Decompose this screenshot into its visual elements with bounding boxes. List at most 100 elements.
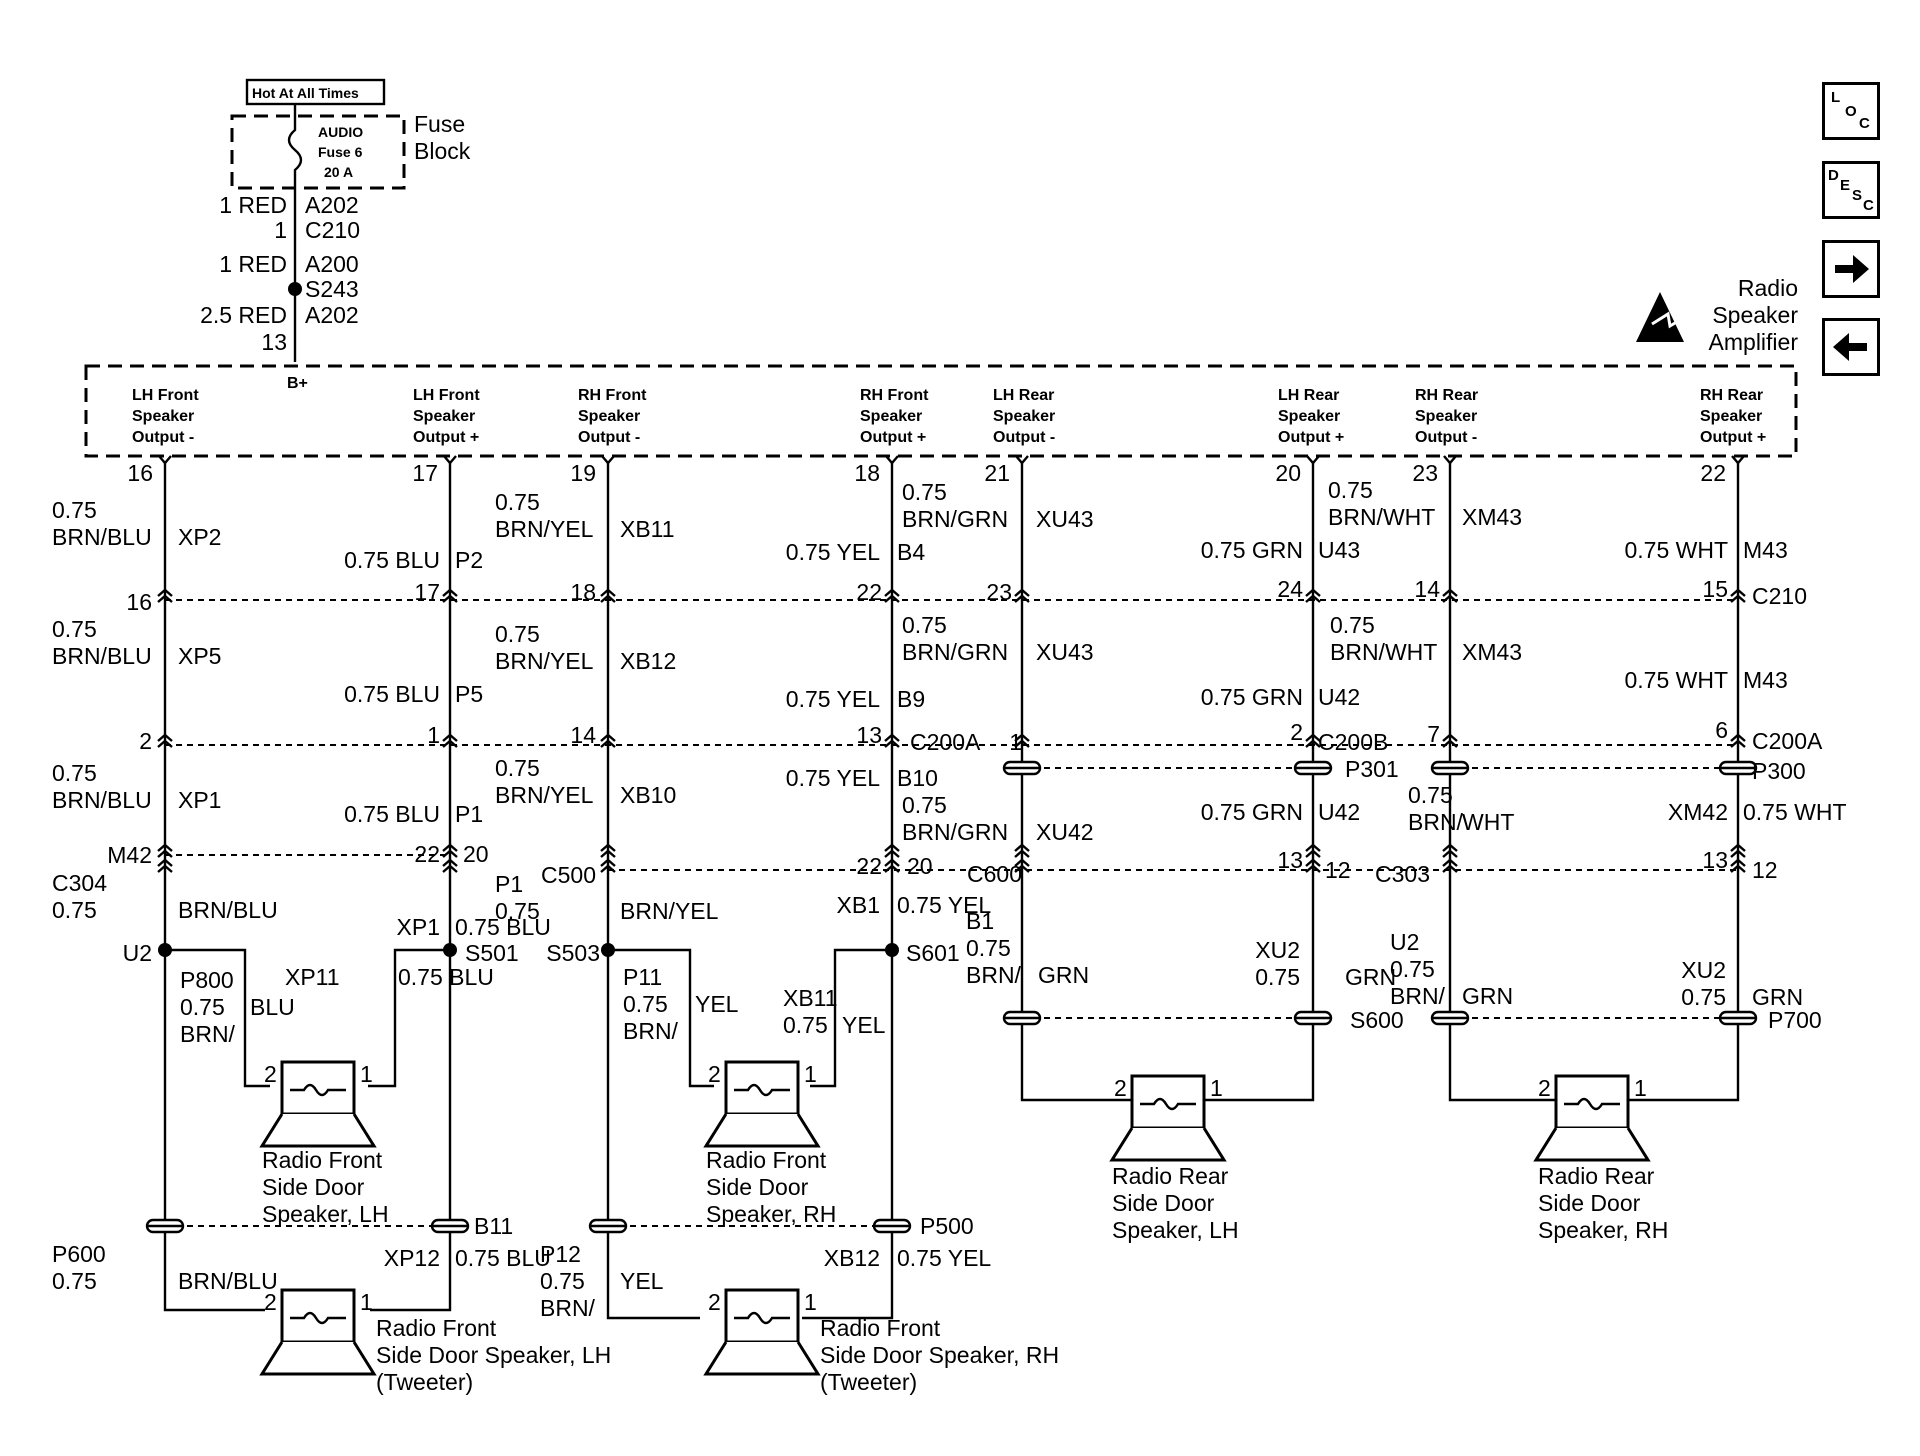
fuse-block-label-2: Block — [414, 138, 471, 164]
location-button[interactable]: L O C — [1822, 82, 1880, 140]
wire-label: 12 — [1325, 857, 1351, 883]
wire-label: 0.75 — [1328, 477, 1373, 503]
feed-label: A200 — [305, 251, 359, 277]
wire-label: 13 — [1702, 847, 1728, 873]
fuse-element — [287, 104, 303, 188]
wire-label: P300 — [1752, 758, 1806, 784]
output-label: LH Rear — [1278, 387, 1339, 404]
feed-label: 13 — [261, 329, 287, 355]
amp-input-label: B+ — [287, 375, 308, 392]
wire-label: XP1 — [397, 914, 440, 940]
amplifier-module-outline — [84, 364, 1798, 458]
wire-label: 0.75 — [495, 489, 540, 515]
feed-label: A202 — [305, 192, 359, 218]
wire-label: P12 — [540, 1241, 581, 1267]
wire-label: U2 — [1390, 929, 1419, 955]
connector-mark — [884, 588, 900, 603]
wire-label: BRN/GRN — [902, 506, 1008, 532]
wire-label: 0.75 WHT — [1743, 799, 1847, 825]
wire-label: 0.75 — [1330, 612, 1375, 638]
output-label: RH Front — [860, 387, 929, 404]
wire-label: 14 — [570, 722, 596, 748]
previous-page-button[interactable] — [1822, 318, 1880, 376]
wire-label: 0.75 — [495, 755, 540, 781]
feed-label: 1 — [274, 217, 287, 243]
speaker-label: Radio Rear — [1112, 1163, 1229, 1189]
wire-label: 13 — [856, 722, 882, 748]
wire-label: 0.75 — [623, 991, 668, 1017]
wire-label: 0.75 — [1255, 964, 1300, 990]
wire-label: 0.75 — [1408, 782, 1453, 808]
wire-label: 0.75 — [495, 898, 540, 924]
wire-label: XB12 — [824, 1245, 880, 1271]
speaker-label: Side Door Speaker, RH — [820, 1342, 1059, 1368]
fuse-block-label-1: Fuse — [414, 111, 465, 137]
connector-mark — [1730, 858, 1746, 873]
description-button[interactable]: D E S C — [1822, 161, 1880, 219]
output-label: Output - — [1415, 429, 1477, 446]
wire-label: 20 — [907, 853, 933, 879]
wire-label: C303 — [1375, 861, 1430, 887]
wire-label: 0.75 — [902, 612, 947, 638]
wire — [1626, 463, 1740, 1102]
wire-label: B4 — [897, 539, 925, 565]
wire-label: 0.75 YEL — [786, 686, 880, 712]
wire-label: 0.75 — [52, 616, 97, 642]
wire-label: P1 — [455, 801, 483, 827]
wire-label: 0.75 BLU — [455, 914, 551, 940]
output-pin: 19 — [570, 460, 596, 486]
wire-label: C304 — [52, 870, 107, 896]
wire-label: 0.75 — [52, 760, 97, 786]
output-label: Speaker — [132, 408, 194, 425]
wire-label: BRN/YEL — [495, 516, 594, 542]
output-label: Output + — [860, 429, 926, 446]
feed-label: C210 — [305, 217, 360, 243]
speaker-pin: 1 — [1210, 1075, 1223, 1101]
output-label: Speaker — [1415, 408, 1477, 425]
speaker-label: Side Door — [262, 1174, 365, 1200]
output-label: Speaker — [860, 408, 922, 425]
wire-label: WHT — [1462, 809, 1514, 835]
connector-mark — [442, 733, 458, 748]
connector-mark — [1014, 843, 1030, 858]
wire — [606, 463, 700, 1320]
wire-label: S503 — [546, 940, 600, 966]
speaker-label: Speaker, LH — [1112, 1217, 1239, 1243]
wire-label: P700 — [1768, 1007, 1822, 1033]
connector-mark — [157, 588, 173, 603]
wire-label: GRN — [1038, 962, 1089, 988]
output-label: RH Front — [578, 387, 647, 404]
wire-label: XU2 — [1681, 957, 1726, 983]
wire-label: XP5 — [178, 643, 221, 669]
module-label-2: Speaker — [1712, 302, 1798, 328]
wire-label: B1 — [966, 908, 994, 934]
wire-label: 0.75 — [1390, 956, 1435, 982]
wire-label: 1 — [1009, 729, 1022, 755]
pin-mark — [885, 455, 899, 465]
wire-label: BRN/ — [1408, 809, 1464, 835]
output-label: LH Front — [132, 387, 199, 404]
speaker-label: Radio Rear — [1538, 1163, 1655, 1189]
connector-mark — [1014, 733, 1030, 748]
wire-label: 2 — [1290, 719, 1303, 745]
wire-label: 13 — [1277, 847, 1303, 873]
connector-mark — [1442, 858, 1458, 873]
speaker-label: (Tweeter) — [376, 1369, 473, 1395]
speaker-label: (Tweeter) — [820, 1369, 917, 1395]
splice-dot — [158, 943, 172, 957]
wire-label: 22 — [414, 841, 440, 867]
next-page-button[interactable] — [1822, 240, 1880, 298]
wire — [163, 463, 265, 1312]
output-label: Speaker — [413, 408, 475, 425]
wire-label: 1 — [427, 722, 440, 748]
wire-label: 0.75 BLU — [398, 964, 494, 990]
connector-mark — [1305, 588, 1321, 603]
wire-label: U2 — [123, 940, 152, 966]
speaker-label: Speaker, RH — [706, 1201, 836, 1227]
wire-label: 0.75 BLU — [455, 1245, 551, 1271]
